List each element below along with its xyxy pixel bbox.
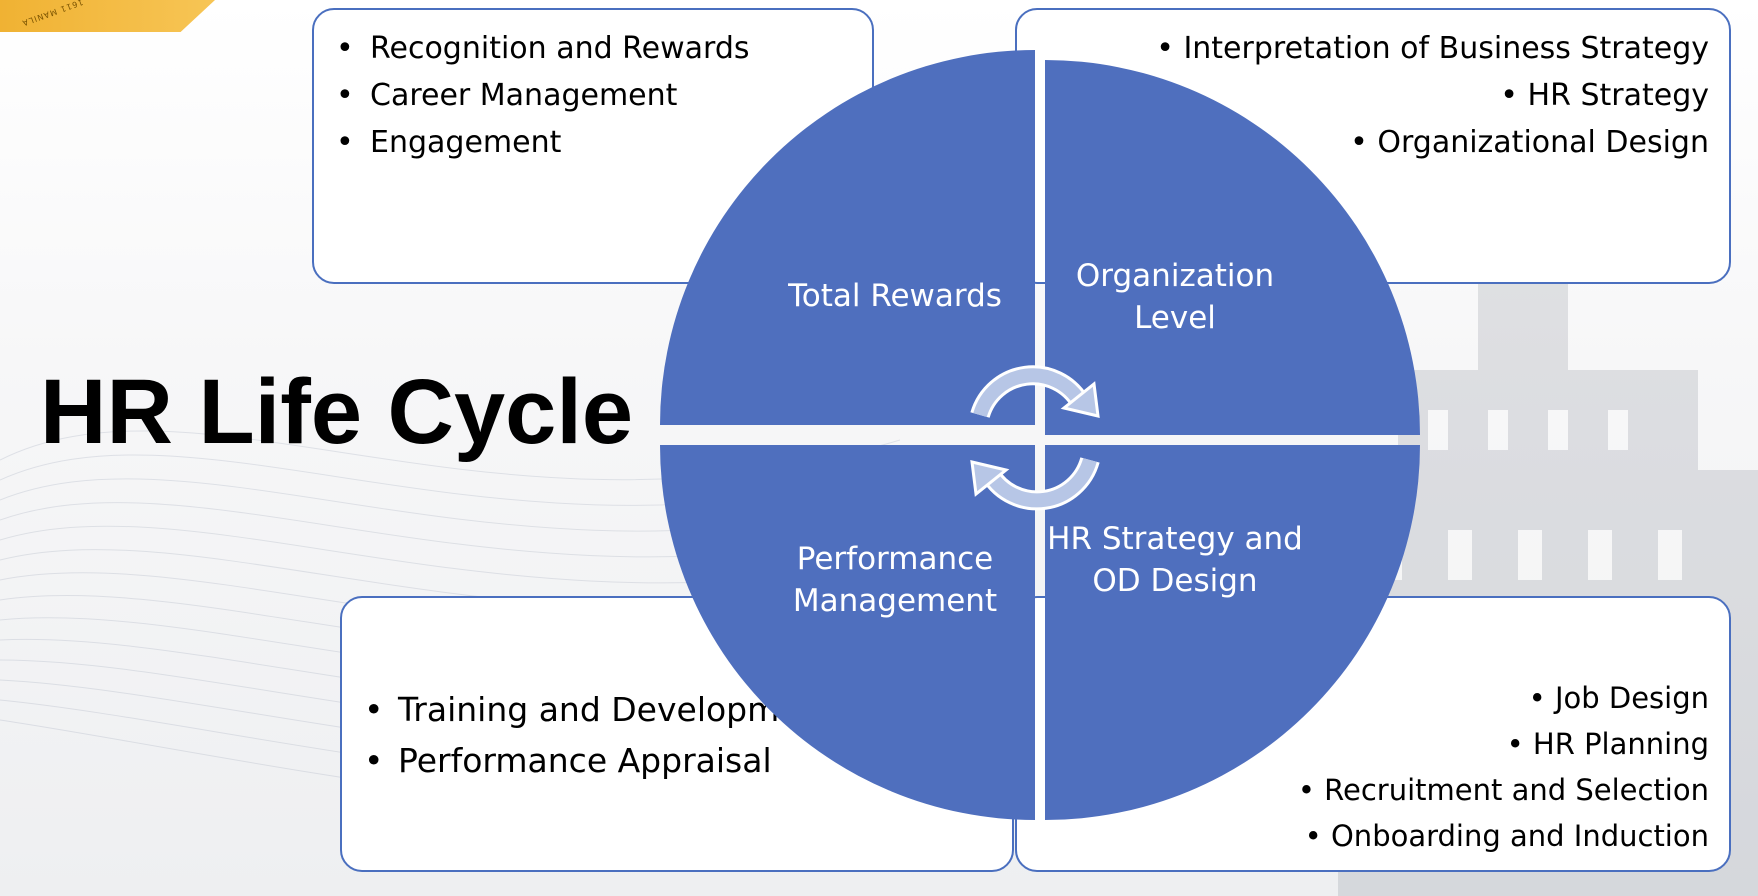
logo-banner — [0, 0, 215, 32]
corner-logo: 1611 MANILA — [0, 0, 215, 32]
quadrant-label-organization-level: Organization Level — [1075, 258, 1275, 336]
quadrant-hr-strategy — [1045, 445, 1420, 820]
list-item: HR Strategy — [1017, 77, 1709, 115]
box-total-rewards: Recognition and Rewards Career Managemen… — [312, 8, 874, 284]
cycle-arrows-icon — [970, 365, 1100, 511]
bullet-list: Job Design HR Planning Recruitment and S… — [1017, 598, 1729, 855]
list-item: Organizational Design — [1017, 124, 1709, 162]
list-item: Engagement — [336, 124, 872, 162]
list-item: Recognition and Rewards — [336, 30, 872, 68]
quadrant-label-performance-management: Performance Management — [792, 541, 998, 619]
list-item: Recruitment and Selection — [1017, 772, 1709, 809]
hr-cycle-wheel — [650, 50, 1420, 820]
quadrant-total-rewards — [660, 50, 1035, 425]
quadrant-label-total-rewards: Total Rewards — [788, 278, 1002, 314]
bullet-list: Recognition and Rewards Career Managemen… — [314, 10, 872, 162]
list-item: HR Planning — [1017, 726, 1709, 763]
quadrant-organization-level — [1045, 60, 1420, 435]
list-item: Performance Appraisal — [364, 739, 1012, 782]
page-title: HR Life Cycle — [40, 361, 634, 463]
quadrant-performance-management — [660, 445, 1035, 820]
quadrant-label-hr-strategy: HR Strategy and OD Design — [1047, 521, 1303, 599]
list-item: Interpretation of Business Strategy — [1017, 30, 1709, 68]
bullet-list: Interpretation of Business Strategy HR S… — [1017, 10, 1729, 162]
list-item: Career Management — [336, 77, 872, 115]
list-item: Job Design — [1017, 680, 1709, 717]
list-item: Onboarding and Induction — [1017, 818, 1709, 855]
